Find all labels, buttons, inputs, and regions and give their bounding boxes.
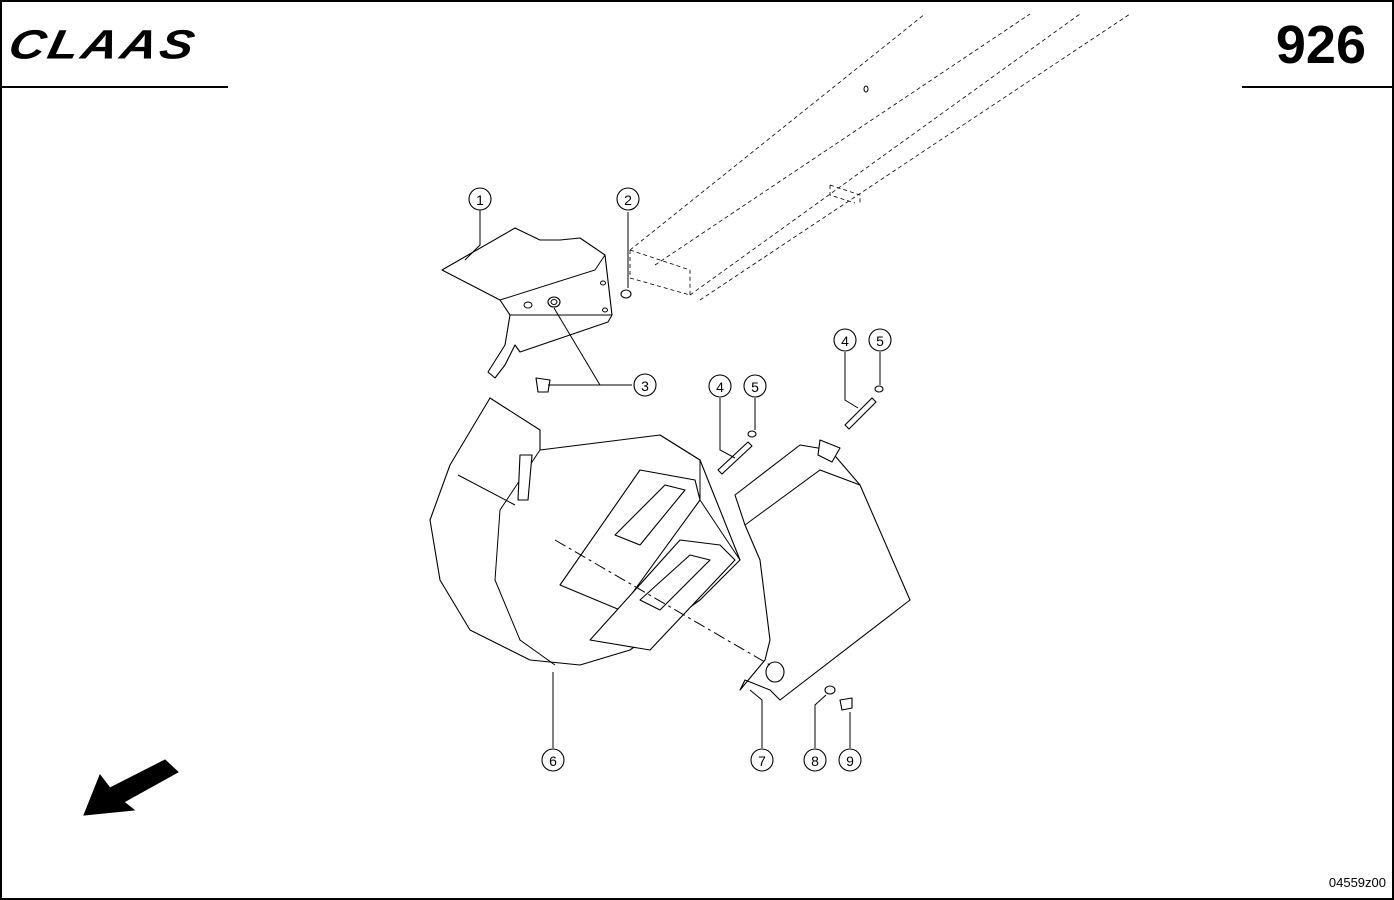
callout-5b-label: 5 bbox=[876, 333, 884, 349]
center-axis bbox=[554, 539, 771, 666]
part-6-housing bbox=[429, 397, 741, 666]
leader-lines bbox=[464, 210, 881, 748]
header-rule-left bbox=[2, 86, 228, 88]
callout-6-label: 6 bbox=[549, 753, 557, 769]
part-7-side-cover bbox=[734, 439, 911, 711]
callout-4b: 4 bbox=[833, 328, 857, 352]
callout-4a-label: 4 bbox=[716, 379, 724, 395]
callout-5a: 5 bbox=[743, 374, 767, 398]
callout-8: 8 bbox=[803, 748, 827, 772]
drawing-code: 04559z00 bbox=[1328, 875, 1386, 890]
callout-1: 1 bbox=[468, 187, 492, 211]
callout-5b: 5 bbox=[868, 328, 892, 352]
callout-1-label: 1 bbox=[476, 192, 484, 208]
page-number: 926 bbox=[1275, 15, 1366, 75]
header-rule-right bbox=[1242, 86, 1392, 88]
callout-4b-label: 4 bbox=[841, 333, 849, 349]
callout-6: 6 bbox=[541, 748, 565, 772]
arrow-down-left-icon bbox=[83, 759, 179, 816]
callout-8-label: 8 bbox=[811, 753, 819, 769]
callout-7-label: 7 bbox=[758, 753, 766, 769]
part-1-cover bbox=[441, 227, 632, 379]
callout-9: 9 bbox=[838, 748, 862, 772]
callout-5a-label: 5 bbox=[751, 379, 759, 395]
callout-4a: 4 bbox=[708, 374, 732, 398]
callout-7: 7 bbox=[750, 748, 774, 772]
part-3-bolt bbox=[535, 377, 551, 393]
callout-3: 3 bbox=[633, 373, 657, 397]
callout-3-label: 3 bbox=[641, 378, 649, 394]
callout-2: 2 bbox=[616, 187, 640, 211]
callout-9-label: 9 bbox=[846, 753, 854, 769]
callout-2-label: 2 bbox=[624, 192, 632, 208]
frame-beam bbox=[629, 13, 1131, 301]
